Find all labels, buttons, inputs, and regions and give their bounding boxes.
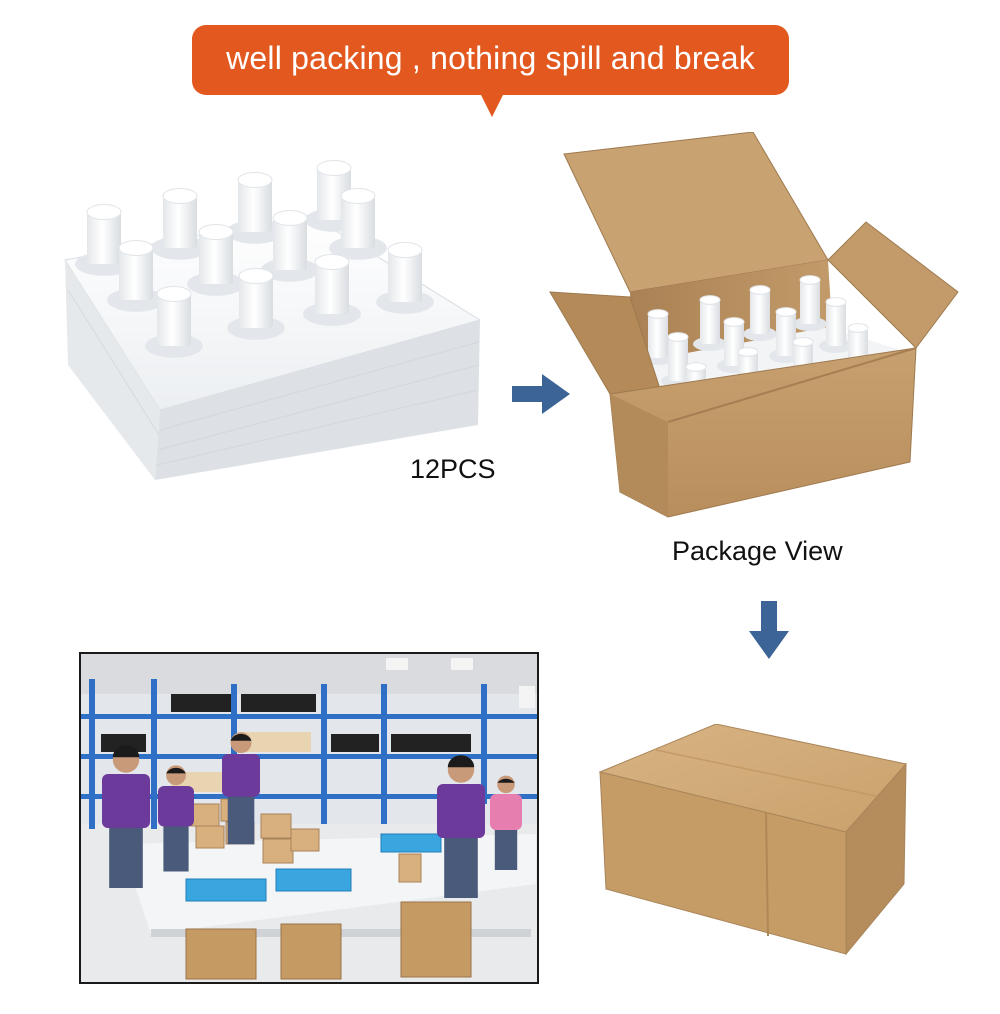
wall-signs [386, 658, 535, 708]
banner-pointer [480, 93, 504, 117]
worker [102, 745, 150, 888]
warehouse-scene [81, 654, 537, 980]
tray-bottle [75, 204, 133, 276]
closed-box-image [598, 724, 907, 956]
worker [222, 732, 260, 845]
warehouse-packing-photo [79, 652, 539, 984]
boxed-bottle [819, 297, 853, 353]
arrow-right-icon [512, 374, 570, 414]
tray-bottle [187, 224, 245, 296]
tray-bottle [261, 210, 319, 282]
headline-banner: well packing , nothing spill and break [192, 25, 789, 95]
boxed-bottle [743, 285, 777, 341]
boxed-bottle [793, 275, 827, 331]
boxed-bottle [693, 295, 727, 351]
tray-bottle [226, 172, 284, 244]
foam-tray-image [64, 160, 482, 480]
quantity-caption: 12PCS [410, 454, 496, 484]
package-view-caption: Package View [672, 536, 843, 566]
tray-bottle [329, 188, 387, 260]
tray-bottle [227, 268, 285, 340]
arrow-down-icon [749, 601, 789, 659]
open-box-image [549, 132, 959, 518]
tray-bottle [376, 242, 434, 314]
worker [437, 755, 485, 898]
bottle-group [75, 160, 434, 358]
worker-group [102, 732, 522, 898]
tray-bottle [303, 254, 361, 326]
tray-bottle [151, 188, 209, 260]
worker [158, 765, 194, 872]
tray-bottle [107, 240, 165, 312]
worker [490, 775, 522, 870]
tray-bottle [145, 286, 203, 358]
